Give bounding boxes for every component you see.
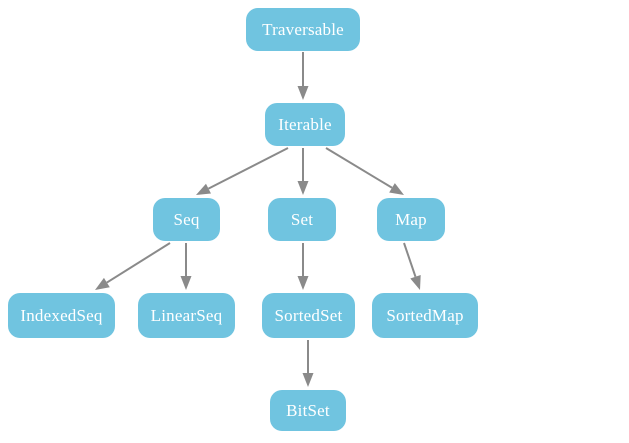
arrowhead-icon (302, 373, 314, 387)
node-label: LinearSeq (150, 306, 223, 325)
arrowhead-icon (297, 181, 309, 195)
edge-map-to-sortedmap (403, 242, 421, 290)
node-linearseq[interactable]: LinearSeq (138, 293, 235, 338)
arrowhead-icon (180, 276, 192, 290)
edge-line (208, 147, 289, 190)
node-map[interactable]: Map (377, 198, 445, 241)
node-seq[interactable]: Seq (153, 198, 220, 241)
edge-line (325, 147, 393, 189)
node-label: IndexedSeq (20, 306, 103, 325)
arrowhead-icon (297, 86, 309, 100)
edge-line (106, 242, 171, 284)
edge-set-to-sortedset (297, 243, 309, 290)
node-iterable[interactable]: Iterable (265, 103, 345, 146)
arrowhead-icon (95, 277, 110, 290)
arrowhead-icon (389, 183, 404, 195)
node-label: BitSet (286, 401, 330, 420)
node-label: Seq (173, 210, 200, 229)
arrowhead-icon (196, 183, 211, 195)
node-label: SortedSet (274, 306, 343, 325)
node-label: SortedMap (386, 306, 464, 325)
node-indexedseq[interactable]: IndexedSeq (8, 293, 115, 338)
node-sortedmap[interactable]: SortedMap (372, 293, 478, 338)
edge-sortedset-to-bitset (302, 340, 314, 387)
edge-traversable-to-iterable (297, 52, 309, 100)
node-label: Traversable (262, 20, 344, 39)
arrowhead-icon (410, 274, 421, 290)
edge-seq-to-indexedseq (95, 242, 171, 290)
edge-iterable-to-map (325, 147, 404, 195)
node-label: Set (290, 210, 314, 229)
node-traversable[interactable]: Traversable (246, 8, 360, 51)
node-set[interactable]: Set (268, 198, 336, 241)
node-label: Map (395, 210, 427, 229)
edge-iterable-to-seq (196, 147, 289, 195)
edge-seq-to-linearseq (180, 243, 192, 290)
node-sortedset[interactable]: SortedSet (262, 293, 355, 338)
node-bitset[interactable]: BitSet (270, 390, 346, 431)
edge-line (403, 242, 417, 278)
arrowhead-icon (297, 276, 309, 290)
node-label: Iterable (278, 115, 332, 134)
edge-iterable-to-set (297, 148, 309, 195)
